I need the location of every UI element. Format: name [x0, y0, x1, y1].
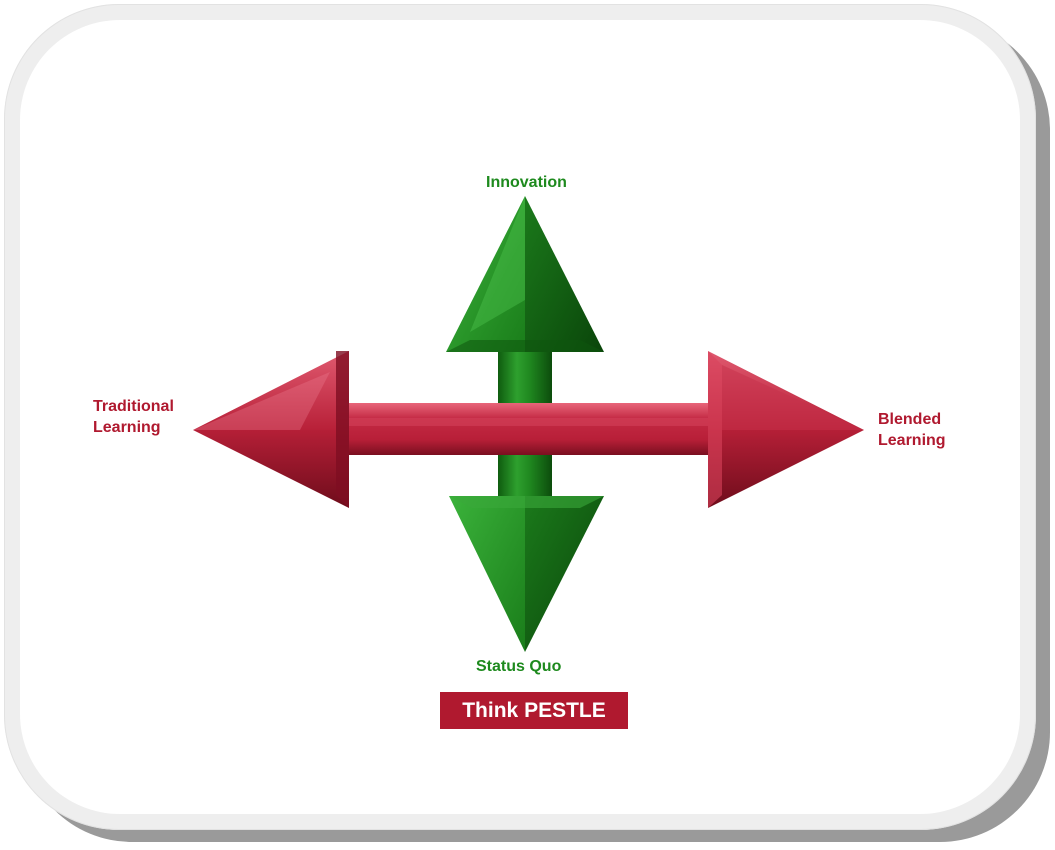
label-innovation: Innovation — [486, 174, 567, 191]
think-pestle-badge: Think PESTLE — [440, 692, 628, 729]
arrow-down-head — [449, 496, 604, 652]
label-status-quo: Status Quo — [476, 658, 562, 675]
vertical-arrow — [446, 196, 604, 652]
horizontal-arrow-shaft — [330, 403, 734, 455]
label-traditional-learning: Traditional Learning — [93, 398, 174, 436]
arrow-right-head — [708, 351, 864, 508]
arrow-left-head — [193, 351, 349, 508]
label-blended-learning: Blended Learning — [878, 411, 946, 449]
arrow-up-head — [446, 196, 604, 352]
horizontal-arrow — [193, 351, 864, 508]
